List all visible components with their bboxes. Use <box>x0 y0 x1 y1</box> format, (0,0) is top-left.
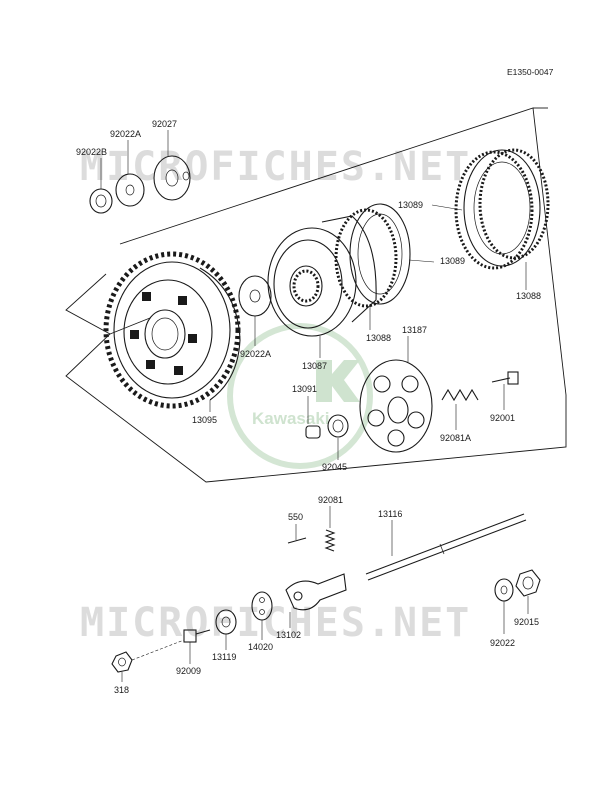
pressure-plate-13187 <box>359 359 433 453</box>
label-13187: 13187 <box>402 325 427 335</box>
label-92022A: 92022A <box>240 349 271 359</box>
label-92081: 92081 <box>318 495 343 505</box>
watermark-bottom: MICROFICHES.NET <box>80 600 471 646</box>
watermark-top: MICROFICHES.NET <box>80 144 471 190</box>
label-14020: 14020 <box>248 642 273 652</box>
label-13116: 13116 <box>378 509 402 519</box>
spring-92081 <box>324 529 336 552</box>
bolt-92001 <box>491 371 519 385</box>
washer-92022B <box>89 188 113 214</box>
label-92022A-top: 92022A <box>110 129 141 139</box>
collar-92027 <box>153 155 191 201</box>
label-13095: 13095 <box>192 415 217 425</box>
bearing-92045 <box>327 414 349 438</box>
washer-92022A-top <box>115 173 145 207</box>
washer-92022 <box>494 578 514 602</box>
label-13089-top: 13089 <box>398 200 423 210</box>
label-92022: 92022 <box>490 638 515 648</box>
nut-92015 <box>515 569 541 597</box>
label-92001: 92001 <box>490 413 515 423</box>
pin-550 <box>287 537 307 544</box>
leader-lines <box>100 130 529 682</box>
clutch-hub-13087 <box>267 215 377 337</box>
release-lever-13102 <box>285 573 347 611</box>
label-92045: 92045 <box>322 462 347 472</box>
kawasaki-logo-text: Kawasaki <box>252 409 330 428</box>
label-13088-mid: 13088 <box>366 333 391 343</box>
diagram-code: E1350-0047 <box>507 67 554 77</box>
label-13102: 13102 <box>276 630 301 640</box>
label-92081A: 92081A <box>440 433 471 443</box>
nut-318 <box>111 651 133 673</box>
assembly-frame <box>65 107 567 483</box>
assembly-line-318 <box>131 639 185 661</box>
push-rod-13116 <box>365 513 527 581</box>
label-13088-right: 13088 <box>516 291 541 301</box>
plates-right <box>454 148 550 270</box>
pin-13091 <box>305 425 321 439</box>
label-92022B: 92022B <box>76 147 107 157</box>
frame-tick <box>109 317 151 335</box>
label-13089-mid: 13089 <box>440 256 465 266</box>
plates-mid <box>334 203 411 308</box>
spring-92081A <box>441 388 479 402</box>
label-318: 318 <box>114 685 129 695</box>
label-92027: 92027 <box>152 119 177 129</box>
kawasaki-logo: Kawasaki <box>227 323 373 469</box>
washer-92022A <box>238 275 272 317</box>
label-13091: 13091 <box>292 384 317 394</box>
label-13087: 13087 <box>302 361 327 371</box>
clutch-housing-13095 <box>103 251 241 409</box>
label-550: 550 <box>288 512 303 522</box>
label-92015: 92015 <box>514 617 539 627</box>
label-92009: 92009 <box>176 666 201 676</box>
label-13119: 13119 <box>212 652 236 662</box>
